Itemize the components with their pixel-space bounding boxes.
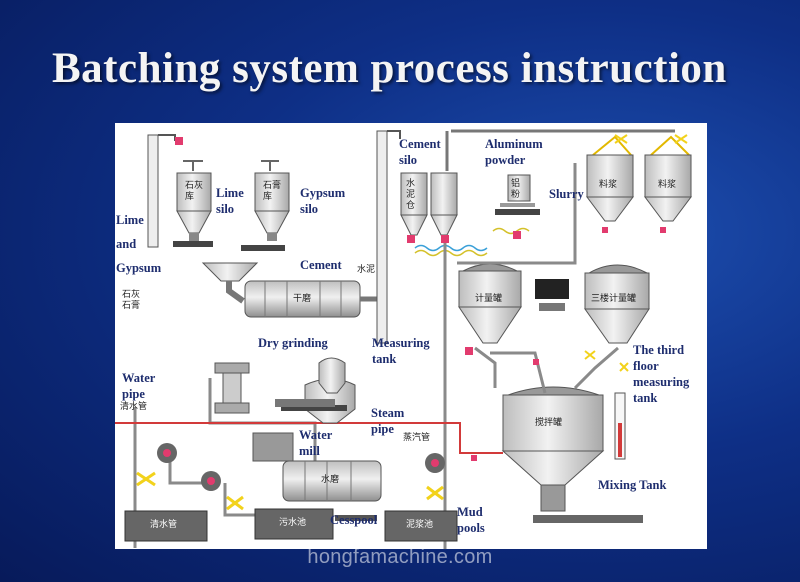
belt-conveyor-lime (173, 241, 213, 247)
cn-label-gypsum-silo: 石膏库 (263, 181, 282, 202)
cn-label-steam-pipe: 蒸汽管 (403, 433, 431, 443)
weighing-hopper (318, 357, 346, 394)
cn-label-water-pipe: 清水管 (120, 402, 148, 412)
pumps (157, 443, 445, 491)
cn-label-lime-gypsum: 石灰石膏 (122, 290, 141, 311)
cn-label-cement-silo: 水泥仓 (406, 179, 416, 211)
bucket-elevator-middle (376, 130, 401, 344)
water-pipe-valves (214, 362, 250, 414)
process-schematic (115, 129, 692, 549)
cn-label-aluminum-tank: 铝粉 (511, 179, 521, 200)
cn-label-pool-waste: 污水池 (279, 518, 307, 528)
thermometer-gauge (614, 392, 626, 460)
lime-silo (176, 160, 212, 241)
mixing-tank (501, 386, 643, 523)
cn-label-measuring-tank: 计量罐 (475, 294, 503, 304)
weighing-platform (275, 399, 335, 407)
slide-title: Batching system process instruction (52, 45, 727, 92)
wet-ball-mill (252, 432, 382, 502)
valve-markers (407, 227, 666, 461)
cn-label-slurry-tank-2: 料浆 (658, 180, 677, 190)
label-third-floor-measuring-tank: The third floor measuring tank (633, 343, 690, 405)
cn-label-mixing-tank: 搅拌罐 (535, 418, 563, 428)
label-lime-and-gypsum: Lime and Gypsum (116, 213, 162, 275)
aluminum-powder-tank (495, 174, 540, 215)
watermark: hongfamachine.com (307, 546, 493, 568)
measuring-tank (458, 263, 522, 344)
label-cement: Cement (300, 258, 342, 272)
cn-label-pool-mud: 泥浆池 (406, 520, 434, 530)
steam-pipe-line (115, 422, 503, 454)
label-slurry: Slurry (549, 187, 584, 201)
slurry-tanks (451, 129, 692, 222)
gypsum-silo (254, 160, 290, 241)
label-dry-grinding: Dry grinding (258, 336, 328, 350)
motor-marks (136, 134, 688, 511)
label-mixing-tank: Mixing Tank (598, 478, 667, 492)
control-box (535, 279, 569, 299)
label-cesspool: Cesspool (330, 513, 378, 527)
pools (124, 508, 458, 542)
dry-ball-mill (244, 280, 361, 318)
cement-silos (400, 131, 458, 236)
cn-label-dry-mill: 干磨 (293, 294, 312, 304)
belt-conveyor-gypsum (241, 245, 285, 251)
third-floor-measuring-tank (584, 264, 650, 344)
cn-label-cement-side: 水泥 (357, 265, 376, 275)
bucket-elevator-left (147, 134, 183, 248)
cn-label-slurry-tank-1: 料浆 (599, 180, 618, 190)
cn-label-pool-clean: 清水管 (150, 520, 178, 530)
cn-label-water-mill: 水磨 (321, 475, 340, 485)
feed-hopper (201, 262, 259, 282)
cn-label-third-floor-tank: 三楼计量罐 (591, 294, 637, 304)
cn-label-lime-silo: 石灰库 (185, 181, 204, 202)
